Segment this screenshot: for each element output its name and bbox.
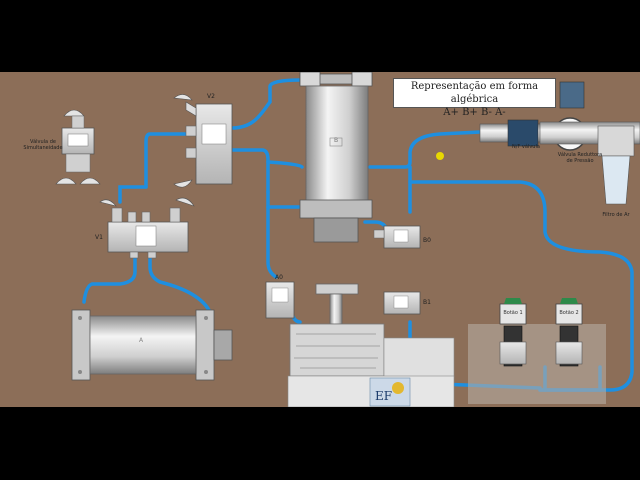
svg-text:EF: EF <box>375 389 392 403</box>
hose-v1-to-cylinder-a-left <box>82 255 137 304</box>
label-air-filter: Filtro de Ar <box>602 212 630 218</box>
label-no-valve: N/F válvula <box>512 144 540 150</box>
frl-unit <box>436 81 640 205</box>
sensor-b0 <box>373 225 421 249</box>
simultaneity-valve <box>55 109 101 185</box>
label-simultaneity-valve: Válvula de Simultaneidade <box>23 139 63 151</box>
hose-tee-to-a0 <box>266 190 278 279</box>
sensor-b1 <box>383 291 421 315</box>
valve-v2 <box>173 94 233 188</box>
label-cylinder-b: B <box>333 137 339 144</box>
hose-tee-v1 <box>118 185 148 204</box>
title-line-2: A+ B+ B- A- <box>443 107 506 118</box>
sensor-a0 <box>265 281 295 319</box>
hose-v2-left <box>144 132 187 189</box>
pneumatic-diagram: EF Representação em forma algébrica A+ B… <box>0 72 640 407</box>
label-v2: V2 <box>207 93 215 100</box>
label-b0: B0 <box>423 237 431 244</box>
cylinder-a <box>71 309 233 381</box>
label-v1: V1 <box>95 234 103 241</box>
hose-v2-to-tee <box>230 148 270 194</box>
hose-main-loop <box>408 180 634 392</box>
label-cylinder-a: A <box>138 337 144 344</box>
valve-v1 <box>99 197 195 259</box>
cylinder-b <box>299 72 373 243</box>
label-button-1: Botão 1 <box>503 310 523 316</box>
algebraic-title: Representação em forma algébrica A+ B+ B… <box>393 78 556 118</box>
hose-cylinder-b-side <box>266 160 304 169</box>
label-b1: B1 <box>423 299 431 306</box>
label-a0: A0 <box>275 274 283 281</box>
hose-to-supply <box>368 130 482 169</box>
label-pressure-valve: Válvula Reduttora de Pressão <box>557 152 603 164</box>
button-station <box>468 298 606 404</box>
logo: EF <box>369 377 411 407</box>
label-button-2: Botão 2 <box>559 310 579 316</box>
title-line-1: Representação em forma algébrica <box>410 81 539 105</box>
hose-v1-to-cylinder-a-right <box>148 255 212 314</box>
diagram-canvas: EF <box>55 72 640 407</box>
hose-v2-to-cylinder-b-top <box>230 78 302 130</box>
